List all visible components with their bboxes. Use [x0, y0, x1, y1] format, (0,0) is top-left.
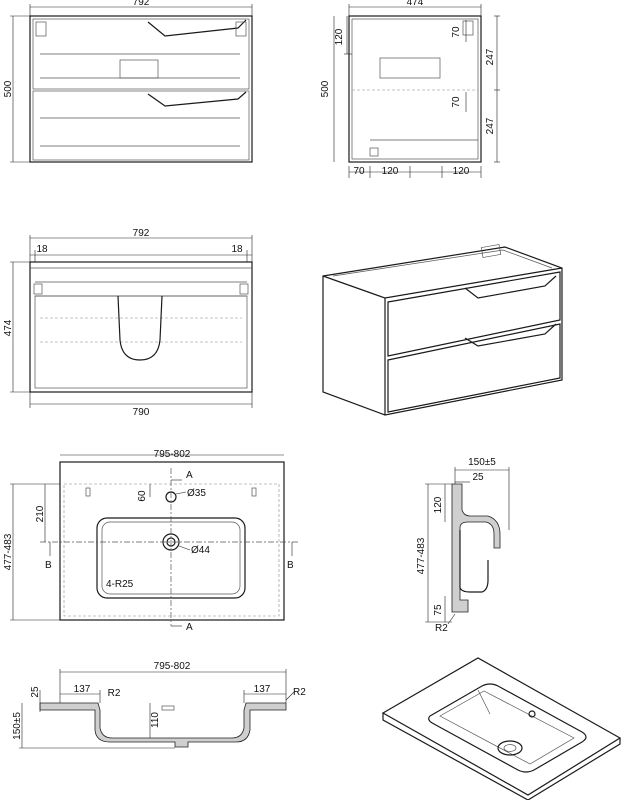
- dim-side-rail-a: 70: [451, 26, 462, 38]
- iso-lower-handle: [464, 323, 557, 347]
- section-a-bottom: A: [186, 622, 193, 633]
- basin-front-profile: [39, 702, 287, 748]
- dim-side-bottom-a: 70: [353, 166, 365, 177]
- dim-front-section-right: 137: [254, 684, 271, 695]
- basin-side-section: 150±5 25 477-483 120 75 R2: [416, 457, 510, 634]
- basin-iso-drain: [497, 740, 523, 756]
- siphon-cutout: [119, 59, 159, 79]
- label-front-section-radius-right: R2: [293, 687, 306, 698]
- dim-top-depth: 474: [3, 319, 14, 336]
- side-cabinet-outline: [348, 15, 482, 163]
- basin-plan-outline: [59, 461, 285, 621]
- basin-iso-top: [381, 657, 622, 796]
- top-view: 792 18 18 474 790: [3, 228, 253, 418]
- dim-top-inner-width: 790: [133, 407, 150, 418]
- lower-drawer-front: [32, 90, 250, 161]
- dim-top-side-left: 18: [36, 244, 48, 255]
- dim-top-side-right: 18: [231, 244, 243, 255]
- basin-side-profile: [451, 483, 501, 613]
- dim-side-height: 500: [320, 80, 331, 97]
- iso-upper-handle: [464, 275, 557, 299]
- dim-side-drawer-b: 247: [485, 117, 496, 134]
- dim-front-section-thickness: 25: [30, 686, 41, 698]
- section-a-top: A: [186, 470, 193, 481]
- side-view: 474 500 120 247 247 70 70 70 120 120: [320, 0, 500, 178]
- dim-side-bottom-c: 120: [453, 166, 470, 177]
- dim-front-section-width: 795-802: [154, 661, 191, 672]
- dim-front-section-bowl-depth: 110: [150, 712, 161, 728]
- basin-plan-view: 795-802 477-483 210 60 Ø35 Ø44 4-R25 A A…: [3, 449, 300, 633]
- iso-upper-drawer: [387, 271, 561, 357]
- dim-basin-width: 795-802: [154, 449, 191, 460]
- cabinet-isometric: [322, 244, 563, 416]
- dim-side-depth: 474: [407, 0, 424, 8]
- dim-side-rail-b: 70: [451, 96, 462, 108]
- dim-side-section-upper: 120: [433, 496, 444, 513]
- dim-top-outer-width: 792: [133, 228, 150, 239]
- section-b-left: B: [45, 560, 52, 571]
- front-cabinet-outline: [29, 15, 253, 163]
- dim-front-section-left: 137: [74, 684, 91, 695]
- dim-side-section-lip: 25: [472, 472, 484, 483]
- dim-basin-hole-offset: 210: [35, 505, 46, 522]
- label-tap-hole: Ø35: [187, 488, 206, 499]
- upper-handle-groove: [147, 19, 247, 37]
- dim-front-width: 792: [133, 0, 150, 8]
- dim-front-height: 500: [3, 80, 14, 97]
- basin-iso-tap-hole: [528, 710, 536, 718]
- dim-front-section-height: 150±5: [12, 712, 23, 740]
- siphon-cutout-top: [117, 295, 163, 361]
- basin-iso-bowl: [428, 683, 587, 773]
- basin-isometric: [381, 657, 622, 800]
- dim-side-section-width: 150±5: [468, 457, 496, 468]
- dim-basin-depth: 477-483: [3, 533, 14, 570]
- label-drain: Ø44: [191, 545, 210, 556]
- front-view: 792 500: [3, 0, 253, 163]
- dim-basin-hole-edge: 60: [137, 490, 148, 502]
- basin-front-section: 795-802 137 R2 137 R2 25 150±5 110: [12, 661, 306, 749]
- section-b-right: B: [287, 560, 294, 571]
- upper-drawer-front: [32, 18, 250, 90]
- dim-side-bottom-b: 120: [382, 166, 399, 177]
- top-view-outline: [29, 261, 253, 393]
- dim-side-section-lower: 75: [433, 604, 444, 616]
- hinge-left: [35, 21, 47, 37]
- basin-side-bowl: [459, 530, 489, 593]
- dim-side-top-offset: 120: [334, 28, 345, 45]
- label-radius: 4-R25: [106, 579, 134, 590]
- hinge-right: [235, 21, 247, 37]
- dim-side-drawer-a: 247: [485, 48, 496, 65]
- iso-lower-drawer: [387, 323, 561, 413]
- side-siphon-cutout: [379, 57, 441, 79]
- lower-handle-groove: [147, 91, 247, 107]
- dim-side-section-depth: 477-483: [416, 537, 427, 574]
- label-side-section-radius: R2: [435, 623, 448, 634]
- cabinet-iso-outline: [322, 246, 563, 416]
- basin-plan-counter-edge: [63, 483, 280, 617]
- label-front-section-radius-left: R2: [108, 688, 121, 699]
